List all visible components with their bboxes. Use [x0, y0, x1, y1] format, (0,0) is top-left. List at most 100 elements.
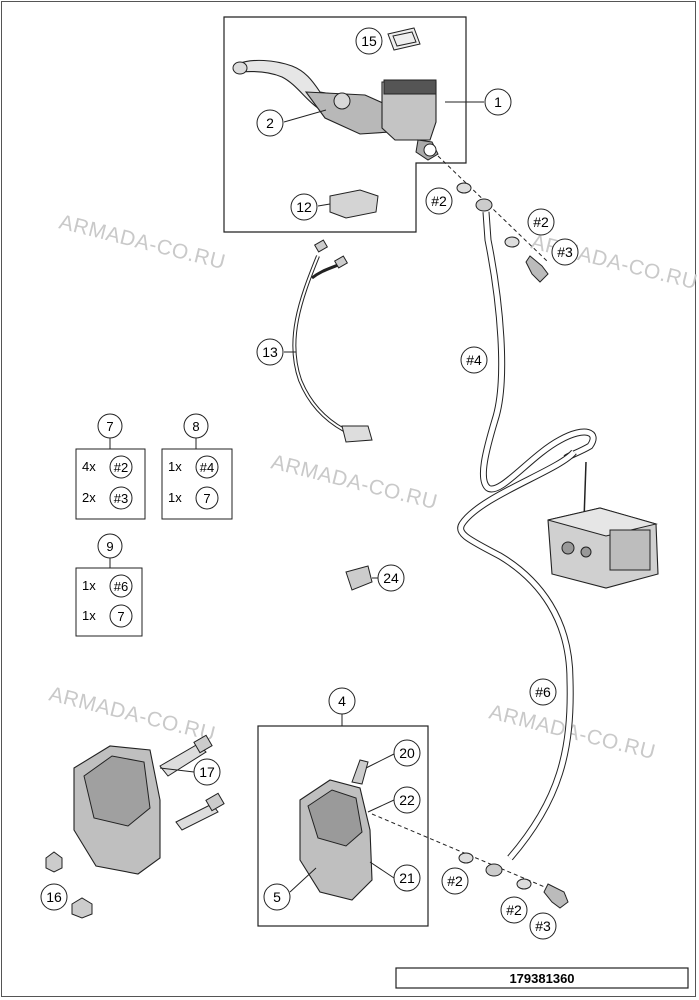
callout-15-label: 15 — [361, 33, 377, 49]
callout-4-label: 4 — [338, 693, 346, 709]
callout-h3b-label: #3 — [535, 918, 551, 934]
callout-12-label: 12 — [296, 199, 312, 215]
callout-22-label: 22 — [399, 792, 415, 808]
leader-17 — [159, 767, 195, 773]
kit-7-row-1-qty: 4x — [82, 459, 96, 474]
callout-h2c-label: #2 — [447, 873, 463, 889]
leader-5 — [289, 867, 317, 893]
abs-top — [547, 507, 658, 537]
assembly-4-outline — [257, 725, 429, 927]
cable-13-branch — [311, 262, 341, 280]
callout-2-label: 2 — [266, 115, 274, 131]
leader-21 — [369, 861, 395, 879]
reservoir-cap — [383, 79, 437, 95]
callout-h4: #4 — [460, 346, 488, 374]
upper-fittings — [456, 182, 549, 283]
callout-h2a: #2 — [425, 187, 453, 215]
kit-9-label: 9 — [106, 539, 113, 554]
abs-port-1 — [561, 541, 575, 555]
cable-plug — [341, 425, 373, 443]
pivot-bolt — [333, 92, 351, 110]
caliper-face-right — [307, 789, 363, 847]
kit-8: 8 1x #4 1x 7 — [161, 413, 233, 520]
drawing-number: 179381360 — [509, 971, 574, 986]
abs-mount-line — [583, 461, 587, 521]
kit-8-row-2-qty: 1x — [168, 490, 182, 505]
part-12-switch — [329, 189, 379, 219]
callout-h2b: #2 — [527, 208, 555, 236]
outlet-port — [423, 143, 437, 157]
lower-fittings — [458, 852, 569, 909]
axis-line-1 — [437, 155, 549, 263]
banjo-bolt-top — [525, 255, 549, 283]
callout-h3a: #3 — [551, 238, 579, 266]
callout-17-label: 17 — [199, 764, 215, 780]
kit-9-row-2-qty: 1x — [82, 608, 96, 623]
kit-7: 7 4x #2 2x #3 — [75, 413, 146, 520]
cable-connector-1 — [313, 239, 329, 253]
callout-15: 15 — [355, 27, 383, 55]
cable-connector-2 — [333, 255, 349, 269]
caliper-assembly — [257, 714, 567, 927]
callout-1: 1 — [484, 88, 512, 116]
bolt-17 — [159, 743, 207, 777]
brake-line-4-inner — [480, 211, 596, 492]
watermark-1: ARMADA-CO.RU — [57, 211, 228, 275]
kit-7-row-2-ref: #3 — [114, 491, 128, 506]
leader-2 — [283, 109, 327, 123]
banjo-eye-top — [475, 198, 493, 212]
leader-22 — [367, 799, 395, 813]
callout-16-label: 16 — [46, 889, 62, 905]
kit-8-label: 8 — [192, 419, 199, 434]
cable-13-inner — [293, 255, 345, 431]
bolt-lower — [175, 803, 219, 831]
callout-h2d: #2 — [500, 896, 528, 924]
callout-17: 17 — [193, 758, 221, 786]
callouts: 1 2 15 12 #2 #2 #3 13 — [40, 27, 579, 940]
part-24-clip — [345, 565, 373, 591]
nut-16a — [45, 851, 63, 873]
abs-motor — [609, 529, 651, 571]
kit-9-row-1-qty: 1x — [82, 578, 96, 593]
watermark-4: ARMADA-CO.RU — [47, 683, 218, 747]
bolt-lower-head — [205, 792, 225, 812]
callout-24-label: 24 — [383, 570, 399, 586]
abs-port-2 — [580, 546, 592, 558]
watermark-2: ARMADA-CO.RU — [529, 231, 699, 295]
kit-7-row-2-qty: 2x — [82, 490, 96, 505]
callout-24: 24 — [377, 564, 405, 592]
callout-1-label: 1 — [494, 94, 502, 110]
leader-20 — [365, 753, 395, 769]
master-cylinder-assembly — [223, 16, 549, 263]
washer-bottom-1 — [458, 852, 474, 864]
callout-h2b-label: #2 — [533, 214, 549, 230]
callout-21: 21 — [393, 864, 421, 892]
callout-12: 12 — [290, 193, 318, 221]
callout-20: 20 — [393, 739, 421, 767]
leader-12 — [317, 203, 331, 207]
washer-top-1 — [456, 182, 472, 194]
kit-7-row-1-ref: #2 — [114, 460, 128, 475]
drawing-number-box: 179381360 — [395, 967, 689, 989]
lever-tip — [232, 61, 248, 75]
callout-h4-label: #4 — [466, 352, 482, 368]
callout-h3a-label: #3 — [557, 244, 573, 260]
brake-line-6-inner — [458, 450, 576, 860]
callout-4: 4 — [328, 687, 356, 715]
callout-2: 2 — [256, 109, 284, 137]
banjo-eye-bottom — [485, 863, 503, 877]
callout-5-label: 5 — [273, 889, 281, 905]
kit-7-label: 7 — [106, 419, 113, 434]
brake-line-6 — [457, 449, 577, 861]
callout-13-label: 13 — [262, 344, 278, 360]
washer-bottom-2 — [516, 878, 532, 890]
callout-h2d-label: #2 — [506, 902, 522, 918]
washer-top-2 — [504, 236, 520, 248]
abs-unit — [547, 461, 659, 589]
callout-h2a-label: #2 — [431, 193, 447, 209]
bolt-17-head — [193, 734, 213, 754]
callout-21-label: 21 — [399, 870, 415, 886]
callout-20-label: 20 — [399, 745, 415, 761]
banjo-bolt-bottom — [543, 883, 569, 909]
